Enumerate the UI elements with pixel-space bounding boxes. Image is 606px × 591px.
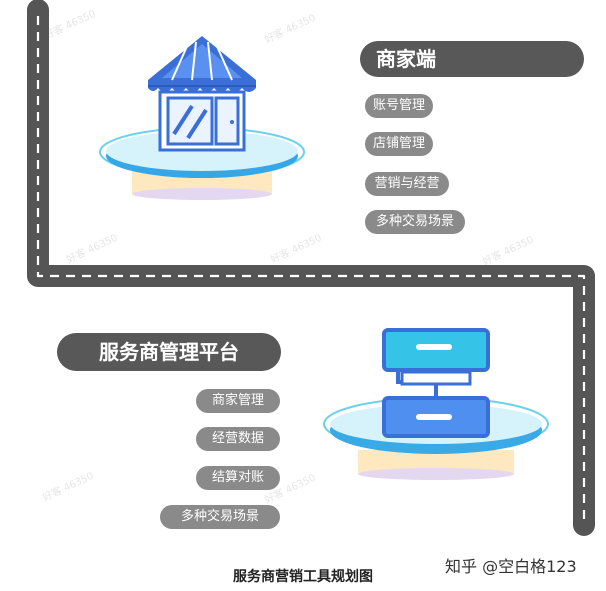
store-icon (99, 36, 305, 200)
provider-tag-data: 经营数据 (196, 427, 280, 451)
merchant-tag-store: 店铺管理 (365, 132, 433, 156)
provider-title: 服务商管理平台 (57, 333, 281, 371)
merchant-tag-scenarios: 多种交易场景 (365, 210, 465, 234)
provider-tag-settlement: 结算对账 (196, 466, 280, 490)
merchant-tag-marketing: 营销与经营 (365, 172, 449, 196)
merchant-tag-account: 账号管理 (365, 94, 433, 118)
merchant-title: 商家端 (360, 41, 584, 77)
provider-tag-merchants: 商家管理 (196, 389, 280, 413)
server-stack-icon (323, 328, 549, 480)
diagram-caption: 服务商营销工具规划图 (233, 569, 373, 585)
zhihu-watermark: 知乎 @空白格123 (445, 557, 577, 576)
provider-tag-scenarios: 多种交易场景 (160, 505, 280, 529)
